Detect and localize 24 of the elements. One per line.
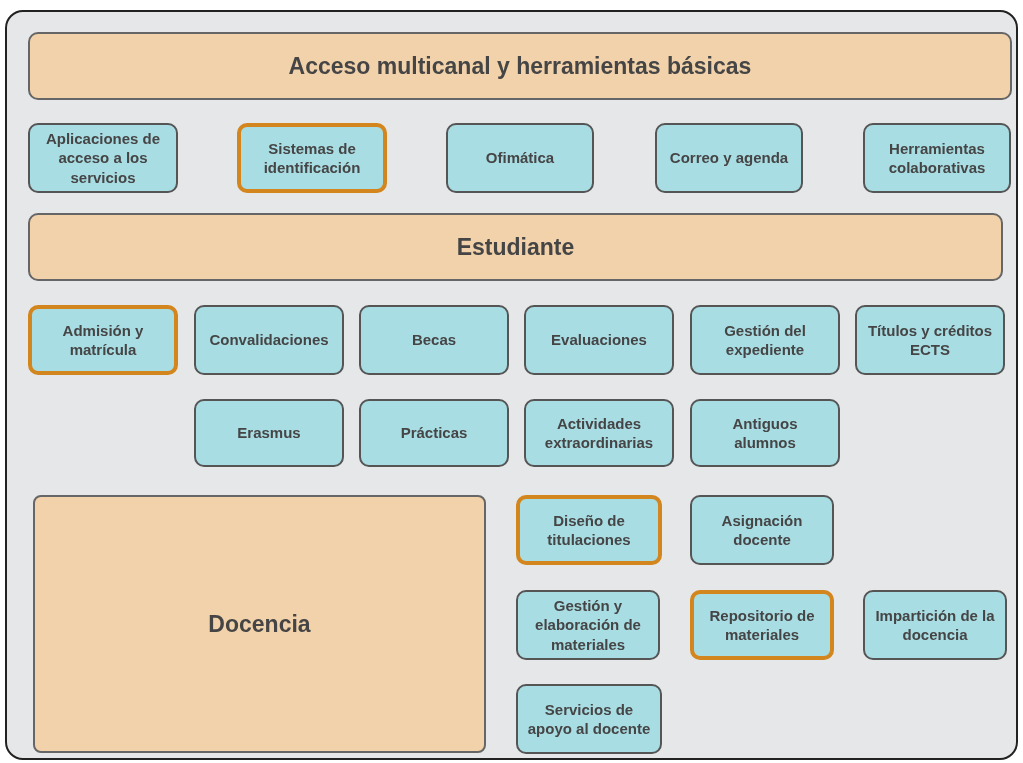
module-box: Ofimática [446,123,594,193]
module-box: Actividades extraordinarias [524,399,674,467]
module-box: Becas [359,305,509,375]
module-box: Herramientas colaborativas [863,123,1011,193]
module-box: Servicios de apoyo al docente [516,684,662,754]
section-band: Acceso multicanal y herramientas básicas [28,32,1012,100]
section-box: Docencia [33,495,486,753]
module-box: Evaluaciones [524,305,674,375]
highlighted-module-box: Diseño de titulaciones [516,495,662,565]
module-box: Erasmus [194,399,344,467]
module-box: Gestión del expediente [690,305,840,375]
module-box: Convalidaciones [194,305,344,375]
module-box: Antiguos alumnos [690,399,840,467]
module-box: Prácticas [359,399,509,467]
module-box: Títulos y créditos ECTS [855,305,1005,375]
section-band: Estudiante [28,213,1003,281]
module-box: Aplicaciones de acceso a los servicios [28,123,178,193]
module-box: Correo y agenda [655,123,803,193]
module-box: Gestión y elaboración de materiales [516,590,660,660]
highlighted-module-box: Sistemas de identificación [237,123,387,193]
module-box: Impartición de la docencia [863,590,1007,660]
highlighted-module-box: Admisión y matrícula [28,305,178,375]
highlighted-module-box: Repositorio de materiales [690,590,834,660]
module-box: Asignación docente [690,495,834,565]
